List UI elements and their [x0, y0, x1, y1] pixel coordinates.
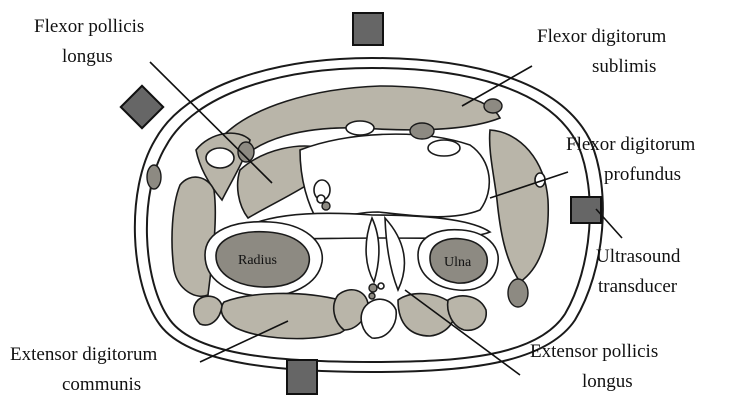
label-ultrasound-transducer: Ultrasound transducer [596, 246, 685, 297]
vessel-small-1 [317, 195, 325, 203]
vessel-grey-3 [410, 123, 434, 139]
ultrasound-transducer-top [353, 13, 383, 45]
label-extensor-digitorum-communis: Extensor digitorum communis [10, 344, 162, 395]
ultrasound-transducer-left [121, 86, 163, 128]
extensor-digitorum-communis-muscle [221, 293, 352, 338]
tendon-ellipse-3 [206, 148, 234, 168]
tendon-ellipse-1 [428, 140, 460, 156]
vessel-small-5 [369, 293, 375, 299]
vessel-small-4 [378, 283, 384, 289]
label-extensor-pollicis-longus: Extensor pollicis longus [530, 341, 663, 392]
vessel-grey-2 [147, 165, 161, 189]
vessel-small-3 [369, 284, 377, 292]
ultrasound-transducer-bottom [287, 360, 317, 394]
label-ulna: Ulna [444, 255, 472, 270]
extensor-pollicis-longus-muscle [398, 294, 455, 336]
tendon-ellipse-2 [346, 121, 374, 135]
vessel-grey-4 [484, 99, 502, 113]
label-flexor-digitorum-profundus: Flexor digitorum profundus [566, 134, 700, 185]
vessel-grey-5 [508, 279, 528, 307]
label-flexor-digitorum-sublimis: Flexor digitorum sublimis [537, 26, 671, 77]
extensor-radial-muscle [194, 296, 222, 325]
label-flexor-pollicis-longus: Flexor pollicis longus [34, 16, 149, 67]
vessel-small-2 [322, 202, 330, 210]
radial-side-muscle [172, 177, 215, 296]
label-radius: Radius [238, 253, 277, 268]
extensor-mid-white [361, 299, 396, 338]
